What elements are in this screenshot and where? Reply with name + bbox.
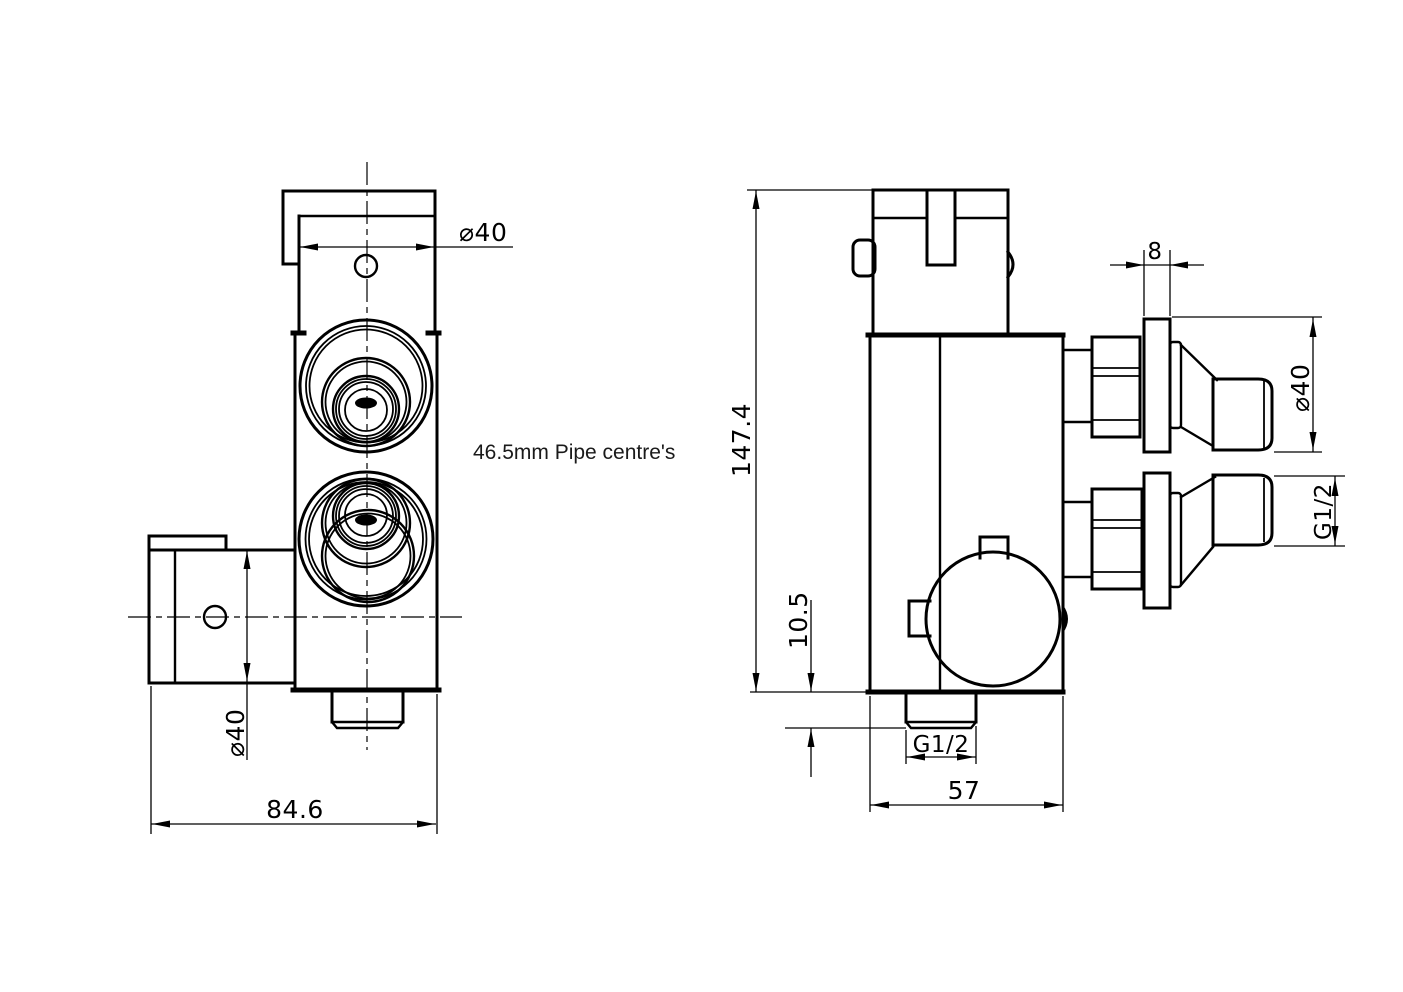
knob-right-pin [1063,605,1068,633]
dim-side-bottom-thread-label: G1/2 [913,732,970,758]
knob-top-tab [978,535,1010,560]
front-side-port [147,534,297,685]
front-top-screw-hole [353,253,379,279]
dim-front-top-diameter-label: ⌀40 [459,218,507,247]
front-view: ⌀40 ⌀40 84.6 46.5mm Pipe centre's [128,162,675,834]
dim-front-top-diameter: ⌀40 [299,218,513,251]
front-lower-port [297,470,435,608]
side-view: 147.4 [727,188,1345,812]
dim-side-overall-height: 147.4 [727,189,875,693]
dim-side-bottom-thread: G1/2 [905,726,977,764]
dim-side-flange-thickness-label: 8 [1147,239,1162,265]
upper-outlet-spout [1211,377,1274,452]
side-upper-outlet-connector [1061,317,1274,454]
dim-side-body-depth: 57 [869,696,1064,812]
dim-side-outlet-diameter: ⌀40 [1172,316,1322,453]
front-main-body [290,330,442,693]
lower-outlet-spout [1211,473,1274,547]
dim-front-side-diameter: ⌀40 [221,550,251,760]
dim-side-outlet-diameter-label: ⌀40 [1286,364,1315,412]
side-main-body [865,332,1066,695]
dim-front-side-diameter-label: ⌀40 [221,709,250,757]
side-control-knob [907,535,1068,688]
side-upper-housing [851,188,1015,337]
dim-side-body-depth-label: 57 [948,776,981,805]
dim-side-outlet-drop-label: 10.5 [784,591,813,649]
side-bottom-outlet [904,691,978,730]
dim-front-overall-width: 84.6 [150,686,438,834]
knob-left-tab [907,599,932,638]
dim-side-outlet-thread-label: G1/2 [1311,483,1337,540]
side-left-ear [851,238,877,278]
dim-side-outlet-thread: G1/2 [1274,475,1345,547]
lower-outlet-nut [1090,487,1144,591]
front-bottom-outlet [330,691,405,730]
front-upper-port [298,318,434,454]
dim-side-outlet-drop: 10.5 [784,591,906,777]
front-top-cap [281,189,437,266]
pipe-centres-note: 46.5mm Pipe centre's [473,441,675,464]
dim-front-overall-width-label: 84.6 [266,795,324,824]
upper-outlet-flange [1142,317,1172,454]
side-right-ear [1005,249,1015,280]
lower-outlet-flange [1142,471,1172,610]
upper-outlet-nut [1090,335,1142,439]
dim-side-overall-height-label: 147.4 [727,403,756,477]
side-top-cap [871,188,1010,267]
dim-side-flange-thickness: 8 [1110,239,1204,316]
side-lower-outlet-connector [1061,471,1274,610]
